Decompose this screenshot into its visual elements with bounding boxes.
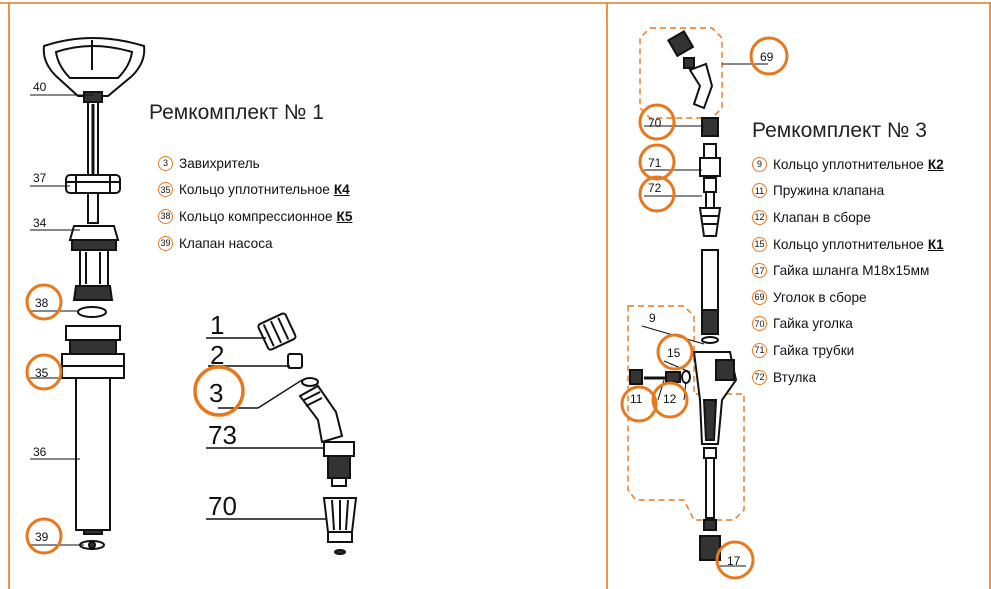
pump-label-39: 39	[35, 530, 49, 544]
part-number-badge: 11	[752, 183, 767, 199]
kit3-item: 12 Клапан в сборе	[752, 204, 944, 231]
part-number-badge: 9	[752, 156, 767, 172]
part-number-badge: 70	[752, 316, 767, 332]
part-number-badge: 35	[158, 182, 173, 198]
kit1-item: 3 Завихритель	[158, 150, 352, 177]
lance-label-15: 15	[667, 346, 681, 360]
nozzle-leader-lines	[206, 337, 326, 520]
lance-label-71: 71	[648, 156, 662, 170]
nozzle-label-1: 1	[210, 310, 224, 340]
part-number-badge: 17	[752, 263, 767, 279]
lance-label-72: 72	[648, 181, 662, 195]
part-description: Втулка	[773, 369, 817, 385]
pump-assembly	[42, 37, 146, 550]
nozzle-label-2: 2	[210, 340, 224, 370]
lance-label-11: 11	[630, 392, 643, 406]
part-number-badge: 38	[158, 208, 173, 224]
part-code: К4	[333, 182, 350, 198]
kit3-item: 17 Гайка шланга М18х15мм	[752, 257, 944, 284]
part-description: Уголок в сборе	[773, 289, 867, 305]
part-description: Клапан в сборе	[773, 209, 871, 225]
kit3-item: 70 Гайка уголка	[752, 311, 944, 338]
lance-parts	[629, 29, 738, 561]
nozzle-parts	[257, 312, 358, 555]
part-description: Гайка шланга М18х15мм	[773, 263, 930, 279]
pump-highlight-circles	[25, 283, 63, 555]
nozzle-label-3: 3	[209, 378, 223, 408]
lance-label-70: 70	[648, 116, 662, 130]
part-number-badge: 12	[752, 209, 767, 225]
part-description: Завихритель	[179, 155, 260, 171]
lance-dashed-groups	[627, 27, 745, 521]
lance-label-9: 9	[649, 311, 656, 325]
part-description: Пружина клапана	[773, 183, 885, 199]
pump-label-40: 40	[33, 80, 47, 94]
nozzle-highlight-circle	[193, 365, 245, 417]
lance-label-17: 17	[727, 554, 741, 568]
part-number-badge: 3	[158, 155, 173, 171]
part-code: К5	[336, 208, 353, 224]
pump-label-35: 35	[35, 366, 49, 380]
part-number-badge: 71	[752, 342, 767, 358]
nozzle-label-73: 73	[208, 420, 237, 450]
pump-label-38: 38	[35, 296, 49, 310]
part-description: Кольцо уплотнительное	[773, 156, 924, 172]
kit1-title: Ремкомплект № 1	[149, 101, 324, 124]
nozzle-label-70: 70	[208, 491, 237, 521]
part-number-badge: 39	[158, 235, 173, 251]
lance-highlight-circles	[620, 36, 789, 580]
part-description: Гайка трубки	[773, 342, 855, 358]
part-description: Кольцо компрессионное	[179, 208, 333, 224]
part-description: Гайка уголка	[773, 316, 853, 332]
kit1-item: 39 Клапан насоса	[158, 230, 352, 257]
lance-label-12: 12	[663, 392, 677, 406]
pump-label-36: 36	[33, 445, 47, 459]
part-number-badge: 72	[752, 369, 767, 385]
part-code: К1	[927, 236, 944, 252]
pump-label-34: 34	[33, 216, 47, 230]
kit3-item: 11 Пружина клапана	[752, 178, 944, 205]
pump-label-37: 37	[33, 171, 47, 185]
part-description: Клапан насоса	[179, 235, 273, 251]
kit3-item: 72 Втулка	[752, 364, 944, 391]
part-description: Кольцо уплотнительное	[179, 182, 330, 198]
kit3-title: Ремкомплект № 3	[752, 119, 927, 142]
part-description: Кольцо уплотнительное	[773, 236, 924, 252]
part-number-badge: 69	[752, 289, 767, 305]
kit3-item: 69 Уголок в сборе	[752, 284, 944, 311]
part-code: К2	[927, 156, 944, 172]
lance-label-69: 69	[760, 50, 774, 64]
kit3-item: 71 Гайка трубки	[752, 337, 944, 364]
part-number-badge: 15	[752, 236, 767, 252]
pump-leader-lines	[30, 94, 94, 546]
